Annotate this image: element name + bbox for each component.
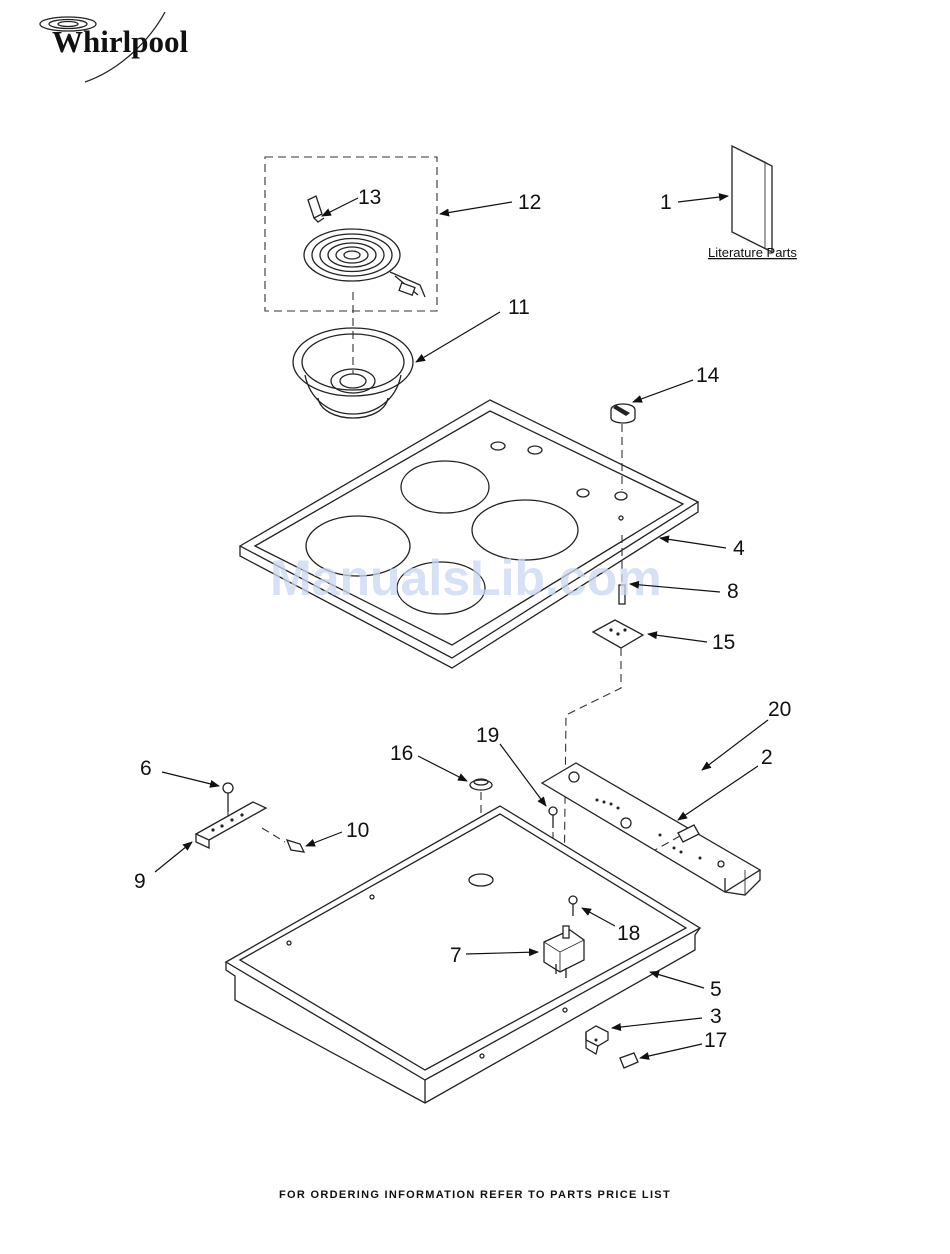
brand-name: Whirlpool: [52, 24, 188, 59]
watermark: ManualsLib.com: [270, 550, 662, 606]
callout-3: 3: [710, 1005, 722, 1028]
callout-15: 15: [712, 631, 735, 654]
callout-13: 13: [358, 186, 381, 209]
footer-note: FOR ORDERING INFORMATION REFER TO PARTS …: [279, 1189, 671, 1201]
callout-9: 9: [134, 870, 146, 893]
callout-6: 6: [140, 757, 152, 780]
callout-16: 16: [390, 742, 413, 765]
callout-17: 17: [704, 1029, 727, 1052]
mounting-plate: [564, 620, 643, 890]
screw-17: [620, 1053, 638, 1068]
callout-20: 20: [768, 698, 791, 721]
callout-18: 18: [617, 922, 640, 945]
side-bracket: [196, 802, 285, 848]
screw-10: [287, 840, 304, 852]
callout-8: 8: [727, 580, 739, 603]
callout-12: 12: [518, 191, 541, 214]
literature-parts-label: Literature Parts: [708, 245, 797, 260]
callout-1: 1: [660, 191, 672, 214]
callout-19: 19: [476, 724, 499, 747]
whirlpool-logo: Whirlpool: [40, 12, 188, 82]
callout-11: 11: [508, 296, 530, 319]
callout-4: 4: [733, 537, 745, 560]
callout-14: 14: [696, 364, 720, 387]
literature-booklet: [732, 146, 772, 252]
surface-element-coil: [304, 229, 425, 297]
callout-5: 5: [710, 978, 722, 1001]
callout-7: 7: [450, 944, 462, 967]
receptacle-clip: [308, 196, 324, 222]
corner-bracket: [586, 1026, 608, 1054]
callout-10: 10: [346, 819, 369, 842]
callout-2: 2: [761, 746, 773, 769]
